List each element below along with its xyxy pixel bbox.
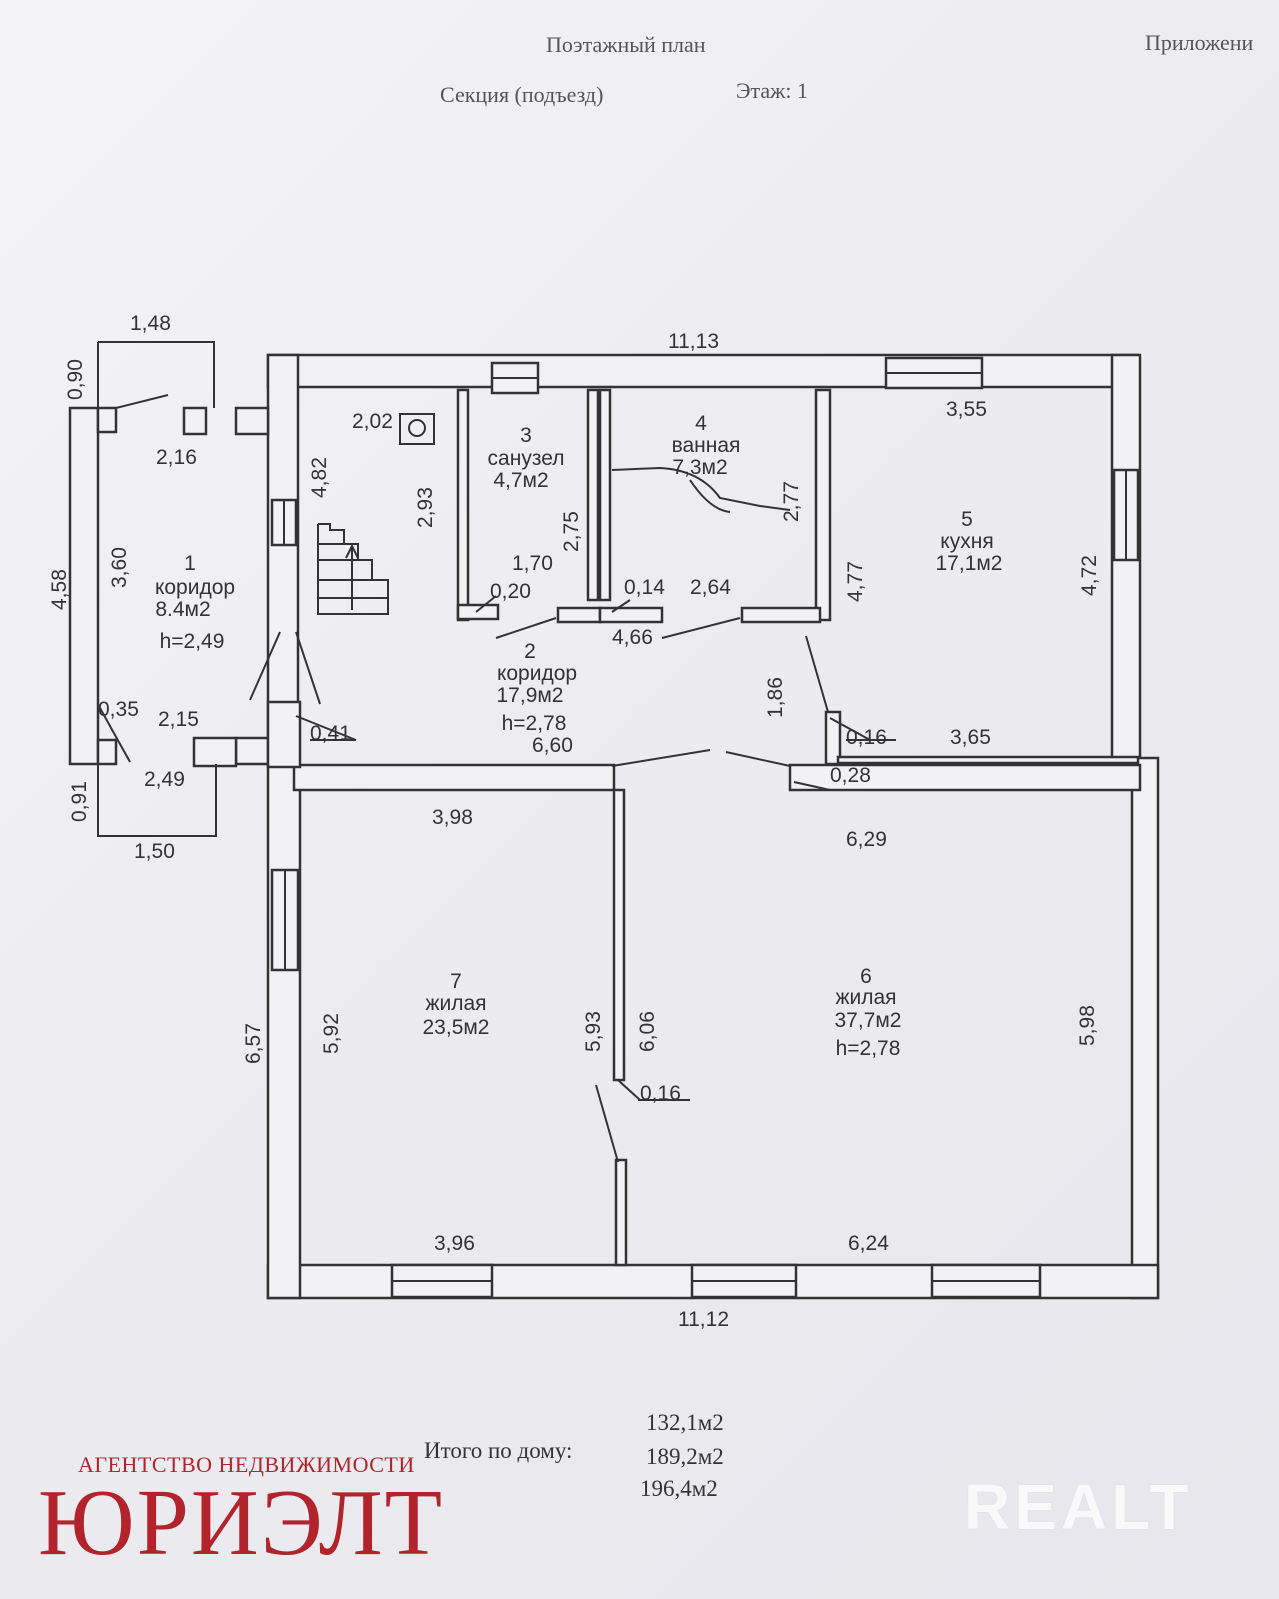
svg-text:3,96: 3,96 [434,1232,475,1255]
agency-logo: ЮРИЭЛТ [38,1471,445,1575]
svg-text:0,90: 0,90 [64,359,87,400]
room-7-label: 7 жилая 23,5м2 [423,970,490,1039]
total-value-3: 196,4м2 [640,1476,718,1501]
room-5-label: 5 кухня 17,1м2 [936,508,1003,575]
interior-walls [96,388,1142,1267]
svg-text:2: 2 [524,640,536,663]
svg-text:1,48: 1,48 [130,312,171,335]
svg-text:1,70: 1,70 [512,552,553,575]
svg-text:0,35: 0,35 [98,698,139,721]
svg-text:8.4м2: 8.4м2 [155,598,210,621]
svg-text:2,75: 2,75 [560,511,583,552]
svg-text:5,98: 5,98 [1076,1005,1099,1046]
svg-text:6,60: 6,60 [532,734,573,757]
room-2-label: 2 коридор 17,9м2 h=2,78 [497,640,578,735]
svg-text:7,3м2: 7,3м2 [672,456,727,479]
svg-text:4: 4 [695,412,707,435]
dimension-labels: 1,48 0,90 11,13 2,16 2,02 4,82 2,93 3,55… [48,312,1101,1331]
svg-text:3,65: 3,65 [950,726,991,749]
svg-text:ванная: ванная [672,434,741,457]
svg-text:0,16: 0,16 [846,726,887,749]
svg-text:17,1м2: 17,1м2 [936,552,1003,575]
room-1-label: 1 коридор 8.4м2 h=2,49 [155,552,235,653]
boiler-icon [399,413,435,445]
svg-text:1,50: 1,50 [134,840,175,863]
svg-text:7: 7 [450,970,462,993]
svg-text:4,66: 4,66 [612,626,653,649]
svg-text:2,64: 2,64 [690,576,731,599]
svg-text:2,02: 2,02 [352,410,393,433]
svg-text:2,16: 2,16 [156,446,197,469]
svg-text:37,7м2: 37,7м2 [835,1009,902,1032]
svg-text:0,41: 0,41 [310,722,351,745]
svg-text:4,58: 4,58 [48,569,71,610]
svg-text:жилая: жилая [835,986,896,1009]
svg-text:4,7м2: 4,7м2 [493,469,548,492]
room-3-label: 3 санузел 4,7м2 [488,424,565,492]
total-value-1: 132,1м2 [646,1410,724,1435]
totals-label: Итого по дому: [424,1438,573,1463]
svg-text:4,72: 4,72 [1078,555,1101,596]
svg-text:h=2,49: h=2,49 [160,630,225,653]
svg-text:1: 1 [184,552,196,575]
room-4-label: 4 ванная 7,3м2 [672,412,741,479]
realt-watermark: REALT [964,1471,1193,1543]
svg-text:5,93: 5,93 [582,1011,605,1052]
svg-text:коридор: коридор [155,576,235,599]
svg-text:0,16: 0,16 [640,1082,681,1105]
svg-text:0,20: 0,20 [490,580,531,603]
svg-text:3,98: 3,98 [432,806,473,829]
svg-text:4,82: 4,82 [308,457,331,498]
floor-label: Этаж: 1 [736,78,808,103]
total-value-2: 189,2м2 [646,1444,724,1469]
svg-text:4,77: 4,77 [844,561,867,602]
svg-text:2,93: 2,93 [414,487,437,528]
svg-text:3,60: 3,60 [108,547,131,588]
svg-text:0,14: 0,14 [624,576,665,599]
svg-text:h=2,78: h=2,78 [502,712,567,735]
svg-text:коридор: коридор [497,662,577,685]
svg-text:0,28: 0,28 [830,764,871,787]
svg-text:6: 6 [860,965,872,988]
svg-text:2,49: 2,49 [144,768,185,791]
svg-text:2,77: 2,77 [780,481,803,522]
svg-text:6,29: 6,29 [846,828,887,851]
svg-text:1,86: 1,86 [764,677,787,718]
svg-text:6,57: 6,57 [242,1023,265,1064]
svg-text:11,12: 11,12 [678,1308,729,1331]
appendix-label: Приложени [1145,30,1254,55]
svg-text:6,24: 6,24 [848,1232,889,1255]
svg-text:11,13: 11,13 [668,330,719,353]
svg-text:23,5м2: 23,5м2 [423,1016,490,1039]
svg-text:2,15: 2,15 [158,708,199,731]
svg-text:3,55: 3,55 [946,398,987,421]
svg-text:17,9м2: 17,9м2 [497,684,564,707]
windows [234,356,1140,1299]
plan-title: Поэтажный план [546,32,706,57]
svg-text:0,91: 0,91 [68,781,91,822]
svg-text:жилая: жилая [425,992,486,1015]
svg-text:кухня: кухня [940,530,993,553]
svg-text:3: 3 [520,424,532,447]
room-6-label: 6 жилая 37,7м2 h=2,78 [835,965,902,1060]
staircase [317,523,389,615]
svg-text:5: 5 [961,508,973,531]
svg-text:5,92: 5,92 [320,1013,343,1054]
svg-text:6,06: 6,06 [636,1011,659,1052]
door-swings [249,466,829,1163]
section-label: Секция (подъезд) [440,82,604,107]
porch-outlines [97,341,217,837]
dimension-leaders [295,595,896,1101]
svg-text:h=2,78: h=2,78 [836,1037,901,1060]
svg-text:санузел: санузел [488,447,565,470]
agency-subtitle: АГЕНТСТВО НЕДВИЖИМОСТИ [78,1452,415,1477]
